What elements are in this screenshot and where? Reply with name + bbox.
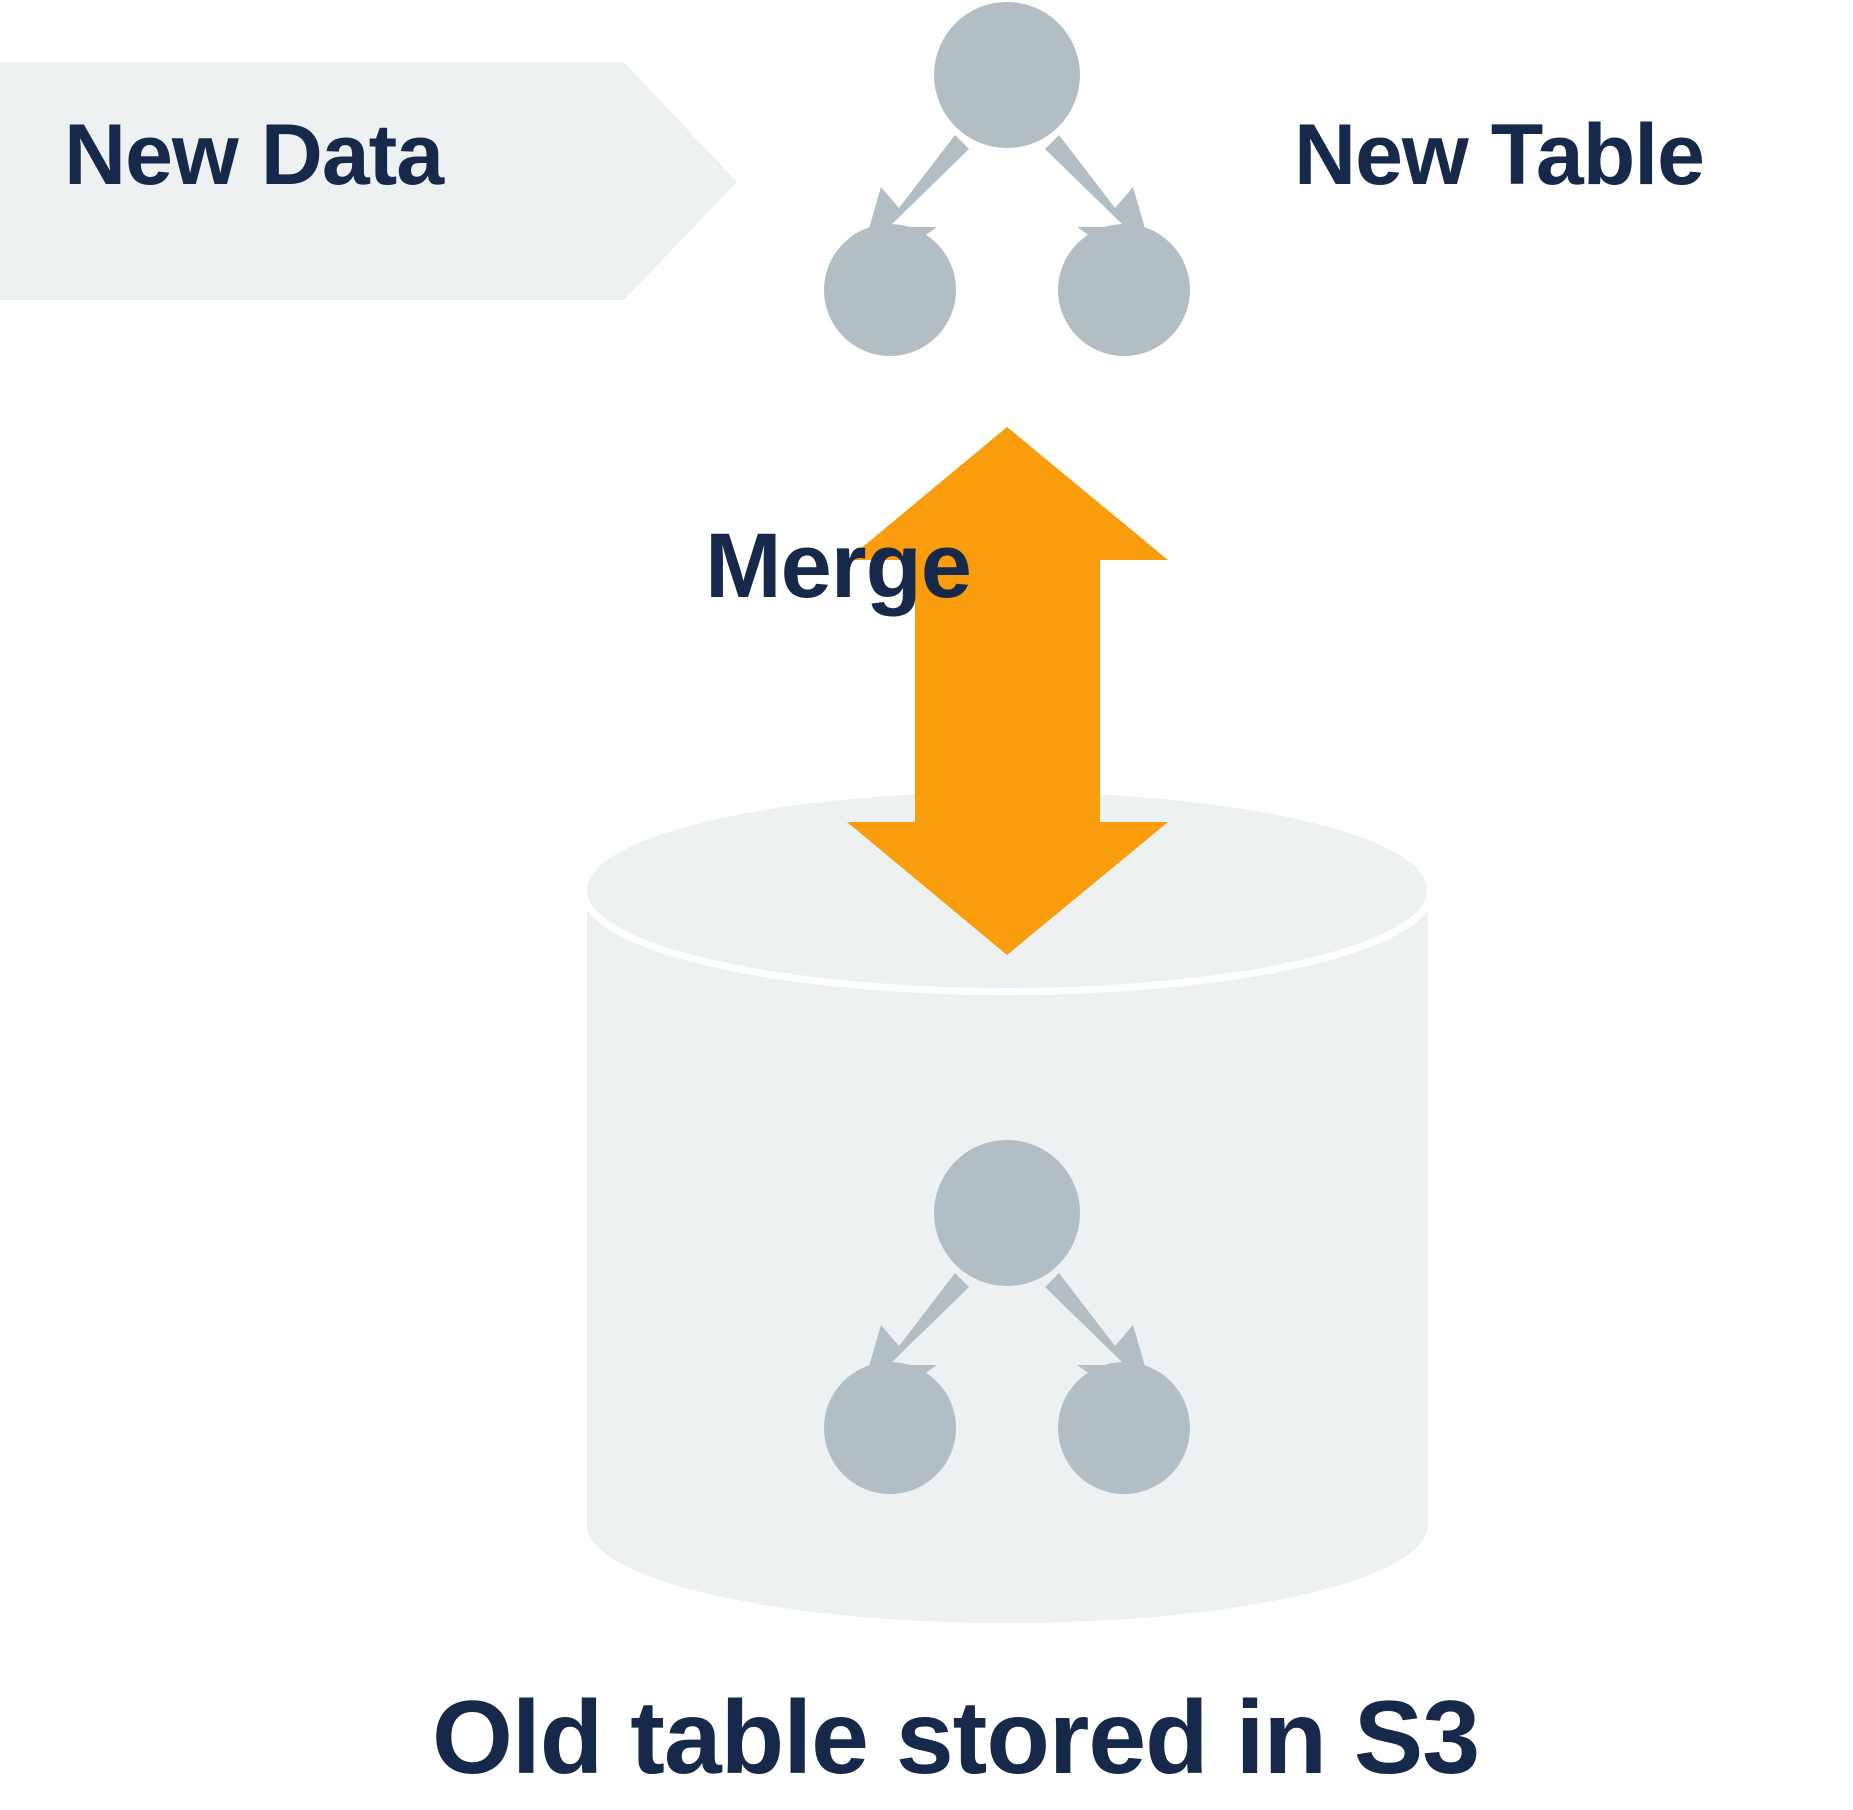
new-data-banner bbox=[0, 62, 737, 300]
new-table-tree-icon bbox=[824, 2, 1190, 356]
merge-double-arrow-icon bbox=[847, 427, 1168, 955]
merge-label: Merge bbox=[705, 515, 972, 617]
old-table-caption: Old table stored in S3 bbox=[432, 1680, 1480, 1796]
new-table-label: New Table bbox=[1294, 107, 1705, 203]
new-data-label: New Data bbox=[64, 107, 444, 203]
